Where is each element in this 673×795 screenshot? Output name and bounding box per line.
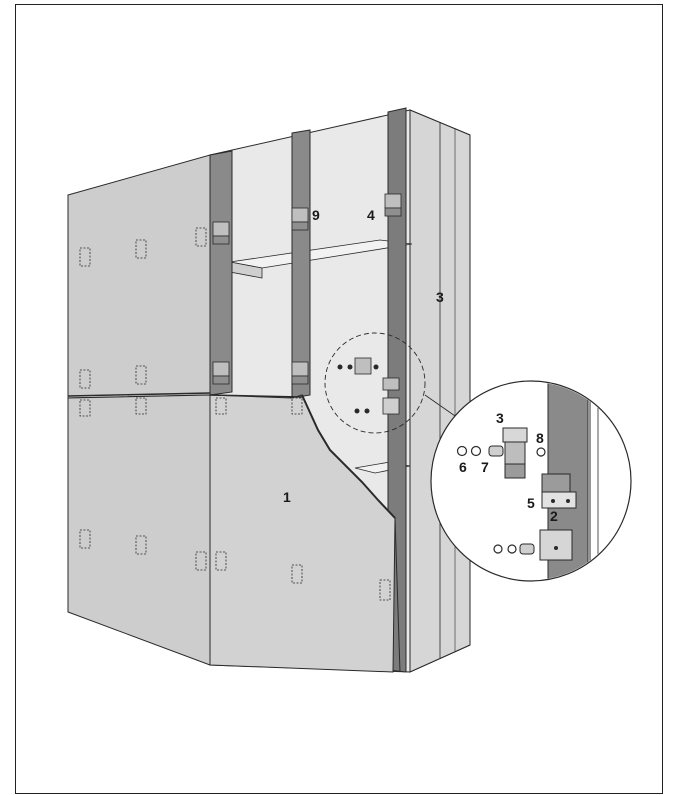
detail-washer [456,445,468,457]
detail-callout-2: 2 [550,508,558,524]
bracket [384,193,402,209]
callout-4: 4 [367,207,375,223]
callout-1: 1 [283,489,291,505]
detail-bracket-upper [502,427,528,443]
bracket [291,361,309,377]
bracket [212,221,230,237]
bracket [212,361,230,377]
panel-top-left [67,154,211,399]
rail-brackets [212,193,402,415]
detail-zoom [430,380,632,582]
callout-labels: 1 3 4 9 3 2 5 6 7 8 [283,207,558,524]
callout-3: 3 [436,289,444,305]
detail-bracket-bottom [539,529,573,561]
detail-callout-7: 7 [481,459,489,475]
detail-bracket-lower [541,473,571,493]
hidden-fixings [79,227,391,601]
detail-callout-6: 6 [459,459,467,475]
panel-front [209,394,401,673]
detail-callout-5: 5 [527,495,535,511]
detail-screw [488,445,504,457]
panel-bottom-left [67,394,211,666]
vertical-rail-middle [291,129,311,399]
detail-callout-3: 3 [496,410,504,426]
vertical-rail-left [209,150,233,396]
left-panels [67,154,211,666]
callout-9: 9 [312,207,320,223]
bracket [291,207,309,223]
detail-callout-8: 8 [536,430,544,446]
